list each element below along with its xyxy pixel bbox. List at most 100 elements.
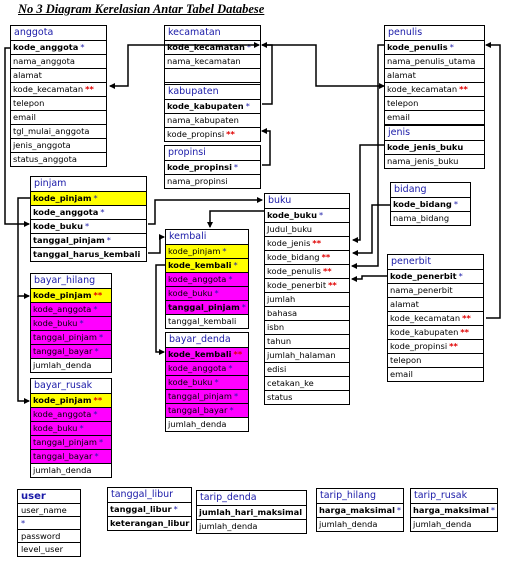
field-label: email	[13, 112, 36, 122]
field-label: tanggal_bayar	[33, 346, 93, 356]
field-label: tanggal_bayar	[168, 405, 228, 415]
field-penerbit-kode-penerbit: kode_penerbit*	[388, 270, 483, 284]
rel-jenis-buku	[352, 144, 384, 243]
foreign-key-mark: **	[312, 238, 322, 248]
field-label: status_anggota	[13, 154, 77, 164]
field-penerbit-email: email	[388, 368, 483, 381]
primary-key-mark: *	[98, 437, 104, 447]
field-kabupaten-kode-propinsi: kode_propinsi**	[165, 128, 260, 141]
field-tanggal-libur-keterangan-libur: keterangan_libur	[108, 517, 191, 530]
table-penulis-header: penulis	[385, 26, 484, 41]
rel-kembali-bayar-denda	[155, 264, 165, 355]
rel-pinjam-buku	[148, 197, 263, 225]
field-kembali-kode-kembali: kode_kembali*	[166, 259, 248, 273]
field-label: email	[390, 369, 413, 379]
table-bidang-header: bidang	[391, 183, 470, 198]
primary-key-mark: *	[233, 260, 238, 270]
primary-key-mark: *	[80, 42, 85, 52]
table-anggota-header: anggota	[11, 26, 106, 41]
foreign-key-mark: **	[322, 266, 332, 276]
field-bayar-rusak-kode-anggota: kode_anggota*	[31, 408, 111, 422]
field-penerbit-kode-propinsi: kode_propinsi**	[388, 340, 483, 354]
primary-key-mark: *	[449, 42, 454, 52]
field-label: kode_buku	[33, 221, 83, 231]
field-label: nama_propinsi	[167, 176, 228, 186]
field-label: status	[267, 392, 293, 402]
rel-penerbit-buku	[351, 275, 387, 282]
primary-key-mark: *	[84, 221, 90, 231]
field-bayar-rusak-tanggal-bayar: tanggal_bayar*	[31, 450, 111, 464]
foreign-key-mark: **	[93, 395, 103, 405]
field-bayar-rusak-kode-buku: kode_buku*	[31, 422, 111, 436]
field-label: kode_buku	[267, 210, 317, 220]
field-buku-edisi: edisi	[265, 363, 349, 377]
field-propinsi-kode-propinsi: kode_propinsi*	[165, 161, 260, 175]
primary-key-mark: *	[396, 505, 402, 515]
field-anggota-telepon: telepon	[11, 97, 106, 111]
rel-buku-kembali	[207, 210, 264, 228]
field-pinjam-kode-pinjam: kode_pinjam*	[31, 192, 146, 206]
field-bayar-hilang-kode-anggota: kode_anggota*	[31, 303, 111, 317]
primary-key-mark: *	[228, 274, 233, 284]
field-bayar-denda-kode-kembali: kode_kembali**	[166, 348, 248, 362]
field-buku-cetakan-ke: cetakan_ke	[265, 377, 349, 391]
field-label: kode_pinjam	[33, 193, 92, 203]
field-label: kode_propinsi	[390, 341, 448, 351]
field-label: jumlah_halaman	[267, 350, 336, 360]
table-tarip-rusak-header: tarip_rusak	[411, 489, 497, 504]
field-label: kode_kembali	[168, 260, 232, 270]
field-bayar-hilang-kode-buku: kode_buku*	[31, 317, 111, 331]
field-label: kode_buku	[168, 288, 213, 298]
field-tarip-denda-jumlah-hari-maksimal: jumlah_hari_maksimal	[197, 506, 306, 520]
field-label: kode_pinjam	[33, 395, 92, 405]
table-bayar-denda-header: bayar_denda	[166, 333, 248, 348]
field-pinjam-kode-buku: kode_buku*	[31, 220, 146, 234]
field-label: kode_anggota	[168, 363, 227, 373]
field-buku-tahun: tahun	[265, 335, 349, 349]
field-label: jumlah_denda	[33, 360, 92, 370]
primary-key-mark: *	[98, 332, 104, 342]
field-label: nama_penulis_utama	[387, 56, 476, 66]
field-anggota-kode-kecamatan: kode_kecamatan**	[11, 83, 106, 97]
field-kembali-kode-pinjam: kode_pinjam*	[166, 245, 248, 259]
user-field-user-name: user_name	[18, 504, 80, 517]
field-label: jumlah_denda	[33, 465, 92, 475]
table-buku-header: buku	[265, 194, 349, 209]
field-label: kode_kecamatan	[13, 84, 84, 94]
table-kabupaten-header: kabupaten	[165, 85, 260, 100]
field-penulis-alamat: alamat	[385, 69, 484, 83]
field-penerbit-alamat: alamat	[388, 298, 483, 312]
field-label: kode_kabupaten	[167, 101, 244, 111]
field-bayar-hilang-kode-pinjam: kode_pinjam**	[31, 289, 111, 303]
field-label: harga_maksimal	[413, 505, 489, 515]
field-label: tanggal_harus_kembali	[33, 249, 141, 259]
primary-key-mark: *	[228, 363, 233, 373]
field-label: kode_anggota	[168, 274, 227, 284]
field-label: kode_anggota	[33, 304, 92, 314]
field-label: keterangan_libur	[110, 518, 190, 528]
field-anggota-alamat: alamat	[11, 69, 106, 83]
field-label: tanggal_pinjam	[33, 437, 97, 447]
field-bayar-hilang-jumlah-denda: jumlah_denda	[31, 359, 111, 372]
field-label: kode_kecamatan	[387, 84, 458, 94]
foreign-key-mark: **	[93, 290, 103, 300]
field-label: alamat	[390, 299, 419, 309]
field-label: kode_anggota	[13, 42, 79, 52]
field-label: jumlah_denda	[168, 419, 227, 429]
field-label: nama_bidang	[393, 213, 450, 223]
field-bayar-denda-tanggal-pinjam: tanggal_pinjam*	[166, 390, 248, 404]
field-label: kode_kabupaten	[390, 327, 459, 337]
foreign-key-mark: **	[233, 349, 243, 359]
field-tanggal-libur-tanggal-libur: tanggal_libur*	[108, 503, 191, 517]
field-buku-kode-penerbit: kode_penerbit**	[265, 279, 349, 293]
primary-key-mark: *	[245, 101, 250, 111]
field-label: harga_maksimal	[319, 505, 395, 515]
field-penulis-kode-kecamatan: kode_kecamatan**	[385, 83, 484, 97]
primary-key-mark: *	[173, 504, 178, 514]
rel-pinjam-bayar-hilang	[17, 197, 30, 299]
